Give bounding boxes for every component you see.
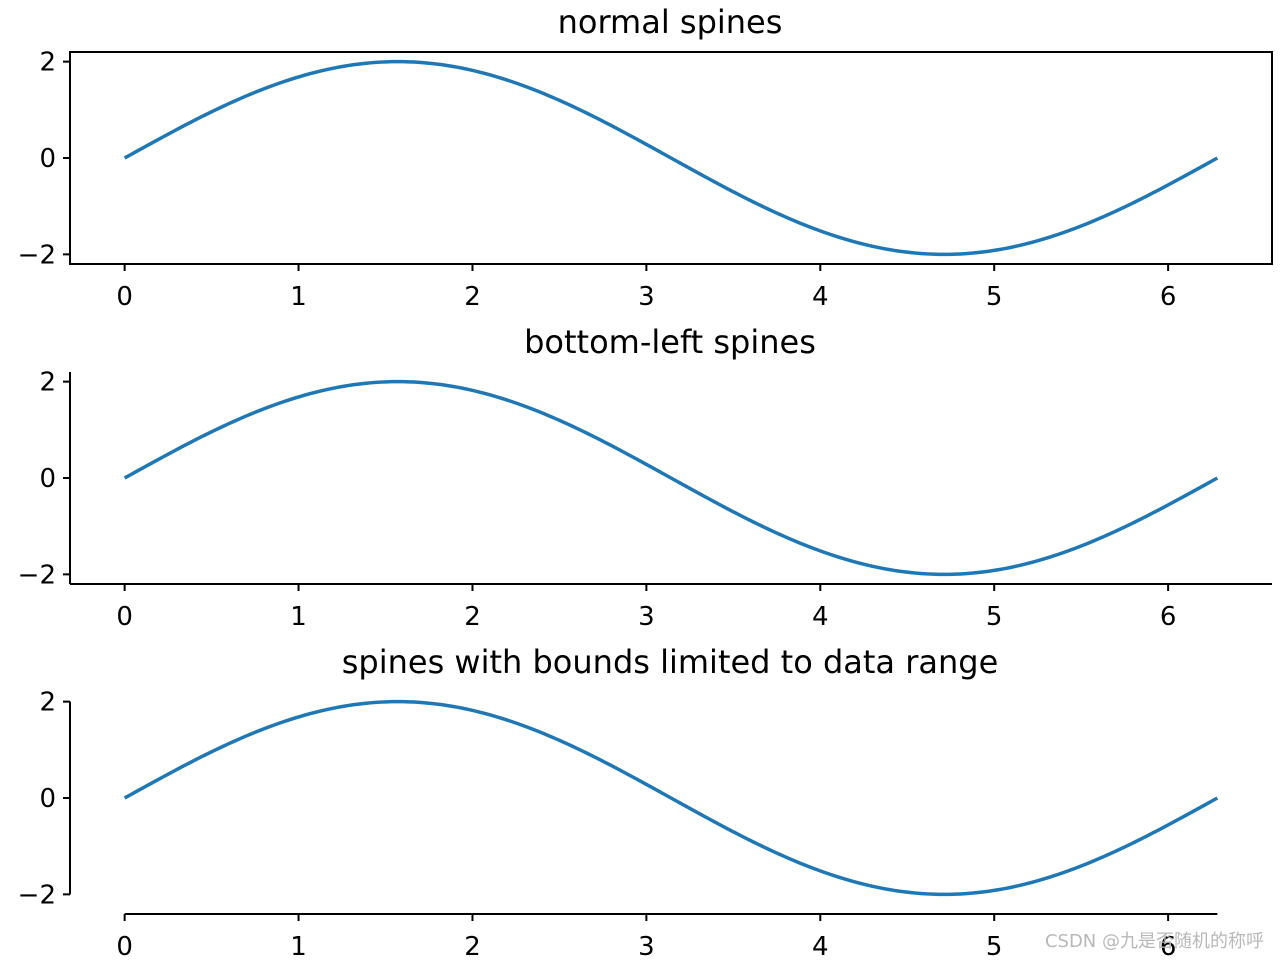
x-tick-label: 2 bbox=[464, 282, 481, 312]
x-tick-label: 5 bbox=[986, 282, 1003, 312]
subplot-bounded-spines: spines with bounds limited to data range… bbox=[18, 643, 1219, 960]
x-tick-label: 4 bbox=[812, 932, 829, 960]
x-tick-label: 3 bbox=[638, 932, 655, 960]
watermark: CSDN @九是否随机的称呼 bbox=[1045, 931, 1264, 952]
x-tick-label: 0 bbox=[116, 602, 133, 632]
subplot-title: spines with bounds limited to data range bbox=[342, 643, 999, 681]
subplot-normal-spines: normal spines 0 1 2 3 4 5 6 −2 0 2 bbox=[18, 3, 1273, 312]
x-tick-label: 5 bbox=[986, 602, 1003, 632]
subplot-title: bottom-left spines bbox=[524, 323, 816, 361]
y-tick-label: −2 bbox=[18, 240, 56, 270]
y-tick-label: 0 bbox=[39, 784, 56, 814]
x-tick-label: 6 bbox=[1160, 932, 1177, 960]
x-tick-label: 6 bbox=[1160, 602, 1177, 632]
y-tick-label: 2 bbox=[39, 368, 56, 398]
x-tick-label: 4 bbox=[812, 282, 829, 312]
sine-curve bbox=[123, 379, 1219, 577]
x-tick-label: 0 bbox=[116, 932, 133, 960]
y-tick-label: 2 bbox=[39, 688, 56, 718]
y-tick-label: −2 bbox=[18, 880, 56, 910]
x-tick-label: 2 bbox=[464, 602, 481, 632]
y-tick-label: 2 bbox=[39, 48, 56, 78]
x-tick-label: 5 bbox=[986, 932, 1003, 960]
y-tick-label: 0 bbox=[39, 464, 56, 494]
x-tick-label: 6 bbox=[1160, 282, 1177, 312]
x-tick-label: 1 bbox=[290, 602, 307, 632]
sine-curve bbox=[123, 59, 1219, 257]
x-tick-label: 3 bbox=[638, 282, 655, 312]
x-tick-label: 1 bbox=[290, 932, 307, 960]
x-tick-label: 3 bbox=[638, 602, 655, 632]
y-tick-label: 0 bbox=[39, 144, 56, 174]
subplot-title: normal spines bbox=[558, 3, 783, 41]
x-tick-label: 2 bbox=[464, 932, 481, 960]
x-tick-label: 1 bbox=[290, 282, 307, 312]
sine-curve bbox=[123, 699, 1219, 897]
x-tick-label: 0 bbox=[116, 282, 133, 312]
subplot-bottom-left-spines: bottom-left spines 0 1 2 3 4 5 6 −2 0 2 bbox=[18, 323, 1272, 632]
y-tick-label: −2 bbox=[18, 560, 56, 590]
x-tick-label: 4 bbox=[812, 602, 829, 632]
